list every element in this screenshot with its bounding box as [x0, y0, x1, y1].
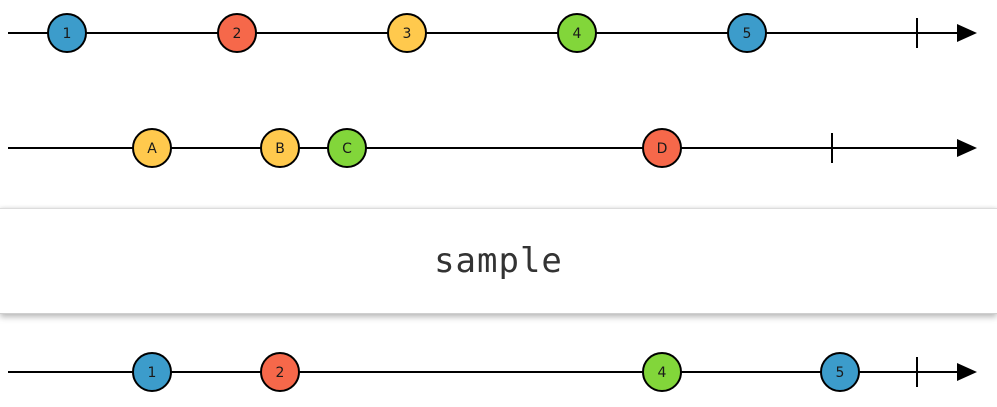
- marble-circle: [132, 128, 172, 168]
- marble-label: 2: [276, 365, 285, 381]
- marble: C: [327, 128, 367, 168]
- marble: 5: [820, 352, 860, 392]
- marble: 4: [557, 13, 597, 53]
- timeline-arrowhead: [957, 139, 977, 157]
- marble-label: 1: [148, 365, 157, 381]
- marble-circle: [727, 13, 767, 53]
- marble-label: 5: [743, 26, 752, 42]
- operator-label: sample: [434, 241, 563, 281]
- timeline-arrowhead: [957, 24, 977, 42]
- marble: 2: [217, 13, 257, 53]
- timeline-arrowhead: [957, 363, 977, 381]
- marble-label: 3: [403, 26, 412, 42]
- marble-label: 4: [658, 365, 667, 381]
- marble-circle: [47, 13, 87, 53]
- marble-label: 2: [233, 26, 242, 42]
- marble: A: [132, 128, 172, 168]
- marble-circle: [132, 352, 172, 392]
- marble: D: [642, 128, 682, 168]
- marble-label: 4: [573, 26, 582, 42]
- marble-label: D: [657, 141, 668, 157]
- marble: B: [260, 128, 300, 168]
- marble: 1: [47, 13, 87, 53]
- marble-circle: [642, 128, 682, 168]
- marble: 2: [260, 352, 300, 392]
- marble-circle: [217, 13, 257, 53]
- marble-circle: [387, 13, 427, 53]
- marble-circle: [327, 128, 367, 168]
- marble-circle: [557, 13, 597, 53]
- marble: 5: [727, 13, 767, 53]
- marble-label: 1: [63, 26, 72, 42]
- marble-label: B: [275, 141, 285, 157]
- notifier-timeline: A B C D: [8, 128, 977, 168]
- marble-circle: [260, 128, 300, 168]
- marble: 3: [387, 13, 427, 53]
- marble: 1: [132, 352, 172, 392]
- marble-circle: [260, 352, 300, 392]
- marble: 4: [642, 352, 682, 392]
- operator-box: sample: [0, 208, 997, 314]
- result-timeline: 1 2 4 5: [8, 352, 977, 392]
- source-timeline: 1 2 3 4 5: [8, 13, 977, 53]
- marble-circle: [820, 352, 860, 392]
- marble-label: C: [342, 141, 352, 157]
- marble-label: A: [147, 141, 157, 157]
- marble-label: 5: [836, 365, 845, 381]
- marble-circle: [642, 352, 682, 392]
